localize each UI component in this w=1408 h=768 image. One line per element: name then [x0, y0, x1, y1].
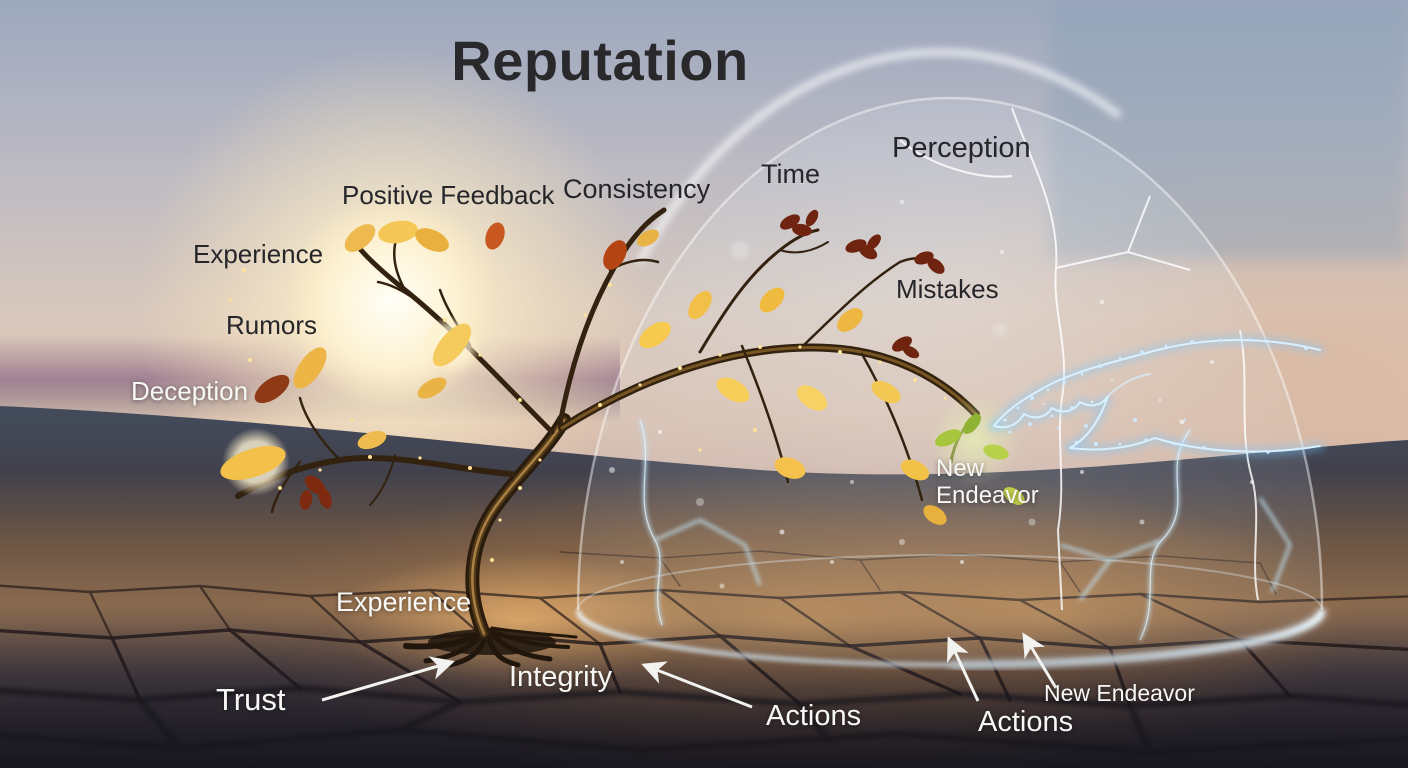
label-new-endeavor-ground: New Endeavor: [1044, 680, 1195, 706]
label-perception: Perception: [892, 132, 1031, 164]
label-experience-upper: Experience: [193, 239, 324, 269]
tree-leaves: [220, 209, 947, 525]
label-experience-ground: Experience: [336, 587, 472, 617]
label-rumors: Rumors: [226, 310, 318, 340]
label-integrity: Integrity: [509, 661, 613, 693]
label-actions-center: Actions: [766, 700, 862, 732]
lightning-cracks: [638, 419, 1292, 641]
hand-particles: [1003, 338, 1308, 454]
tree-trunk: [465, 413, 571, 641]
reputation-tree: [220, 207, 1025, 668]
vignette: [0, 620, 1408, 768]
label-actions-right: Actions: [978, 706, 1074, 738]
dome-bokeh: [609, 180, 1254, 589]
annotation-arrows: [321, 632, 1058, 709]
label-trust: Trust: [216, 682, 286, 717]
label-deception: Deception: [131, 376, 249, 406]
label-positive-feedback: Positive Feedback: [342, 180, 555, 210]
label-new-endeavor-branch: New Endeavor: [936, 455, 1039, 509]
label-consistency: Consistency: [563, 174, 711, 204]
label-time: Time: [761, 159, 820, 189]
branch-sparkles: [228, 268, 947, 562]
digital-hand: [989, 335, 1325, 457]
label-mistakes: Mistakes: [896, 274, 999, 304]
page-title: Reputation: [451, 29, 749, 92]
